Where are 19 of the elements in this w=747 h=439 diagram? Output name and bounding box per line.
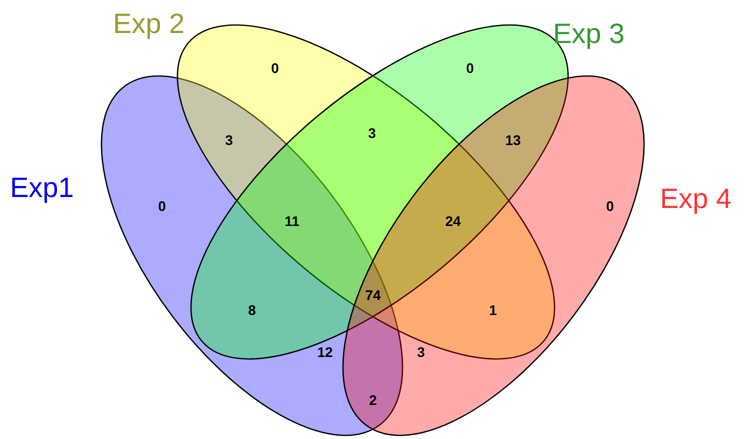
region-count: 11	[284, 213, 300, 229]
region-count: 0	[466, 60, 474, 76]
region-count: 0	[158, 198, 166, 214]
region-count: 2	[369, 392, 377, 408]
region-count: 0	[271, 60, 279, 76]
set-label: Exp1	[10, 172, 74, 204]
set-label: Exp 4	[660, 182, 732, 215]
region-count: 3	[368, 125, 376, 141]
set-label: Exp 3	[552, 18, 625, 50]
region-count: 13	[505, 132, 521, 148]
region-count: 0	[606, 198, 614, 214]
region-count: 1	[489, 302, 497, 318]
region-count: 12	[317, 344, 333, 360]
region-count: 24	[445, 213, 461, 229]
region-count: 74	[365, 287, 381, 303]
region-count: 3	[417, 344, 425, 360]
region-count: 3	[225, 132, 233, 148]
region-count: 8	[248, 302, 256, 318]
set-label: Exp 2	[113, 8, 185, 40]
